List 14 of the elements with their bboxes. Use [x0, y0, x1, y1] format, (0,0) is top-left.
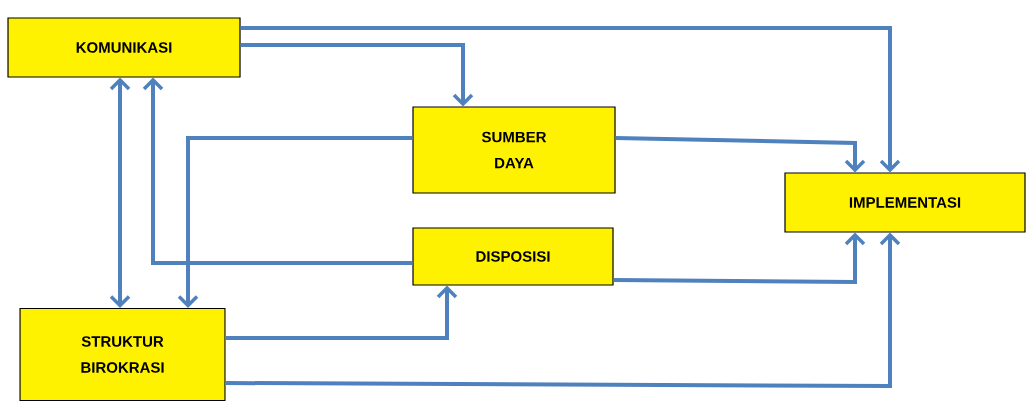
arrow — [615, 136, 866, 173]
arrow — [225, 285, 458, 340]
concept-box: DISPOSISI — [412, 227, 614, 286]
concept-box: SUMBER DAYA — [412, 106, 616, 194]
arrow — [225, 232, 901, 388]
arrow — [240, 43, 474, 107]
arrow — [240, 26, 901, 173]
arrow — [142, 77, 413, 265]
arrow — [109, 77, 131, 308]
arrow — [613, 232, 866, 284]
concept-box: IMPLEMENTASI — [784, 172, 1026, 233]
concept-box: STRUKTUR BIROKRASI — [19, 307, 226, 401]
concept-box: KOMUNIKASI — [7, 17, 241, 78]
arrow — [177, 136, 413, 308]
